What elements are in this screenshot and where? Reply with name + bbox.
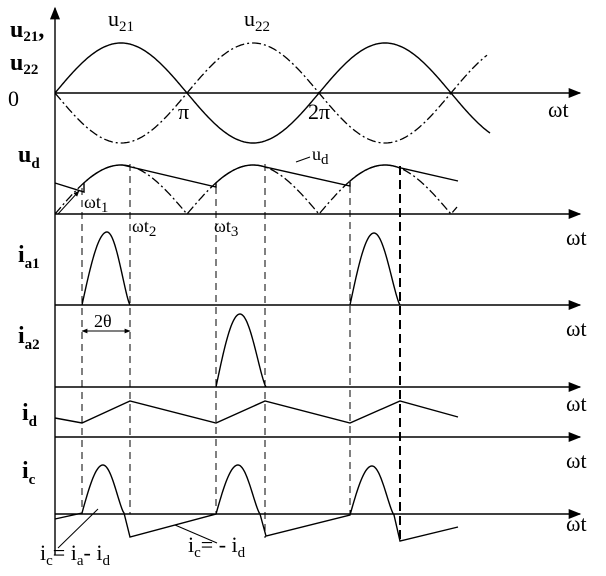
time-guide-lines — [81, 164, 351, 538]
u22-curve-label: u22 — [244, 6, 270, 35]
ic-equation-discharge: ic= - id — [188, 532, 246, 561]
y-label-ud: ud — [18, 142, 40, 172]
u22-curve — [54, 42, 488, 144]
id-curve — [54, 400, 459, 424]
ic-equation-conduction: ic= ia- id — [40, 540, 110, 569]
y-label-ia1: ia1 — [18, 242, 40, 272]
two-theta-label: 2θ — [94, 311, 112, 331]
u21-curve — [54, 42, 491, 144]
wt1-dimension-arrow — [57, 190, 80, 215]
y-label-u22: u22 — [10, 50, 38, 78]
ia2-curve — [215, 313, 267, 388]
omega-t-label-ia1: ωt — [566, 316, 587, 341]
ia1-curve — [81, 231, 401, 306]
omega-t-label-id: ωt — [566, 448, 587, 473]
wt3-label: ωt3 — [214, 216, 238, 240]
omega-t-label-ia2: ωt — [566, 391, 587, 416]
y-label-ia2: ia2 — [18, 323, 40, 353]
zero-label: 0 — [8, 86, 19, 111]
omega-t-label-ic: ωt — [566, 511, 587, 536]
ud-rectified-curve — [54, 164, 458, 215]
y-label-ic: ic — [22, 458, 36, 488]
eq2-leader — [174, 524, 218, 544]
omega-t-label-ud: ωt — [566, 225, 587, 250]
ud-label-leader — [295, 156, 311, 163]
pi-label: π — [178, 99, 189, 124]
wt2-label: ωt2 — [132, 216, 156, 240]
ud-capacitor-curve — [54, 164, 459, 193]
wt1-label: ωt1 — [84, 192, 108, 216]
ic-curve — [54, 464, 459, 542]
eq1-leader — [57, 508, 99, 549]
two-pi-label: 2π — [308, 99, 330, 124]
y-label-id: id — [22, 400, 38, 430]
omega-t-label-u2: ωt — [548, 97, 569, 122]
y-label-u21: u21, — [10, 17, 44, 45]
u21-curve-label: u21 — [108, 6, 134, 35]
ud-curve-label: ud — [312, 144, 329, 168]
